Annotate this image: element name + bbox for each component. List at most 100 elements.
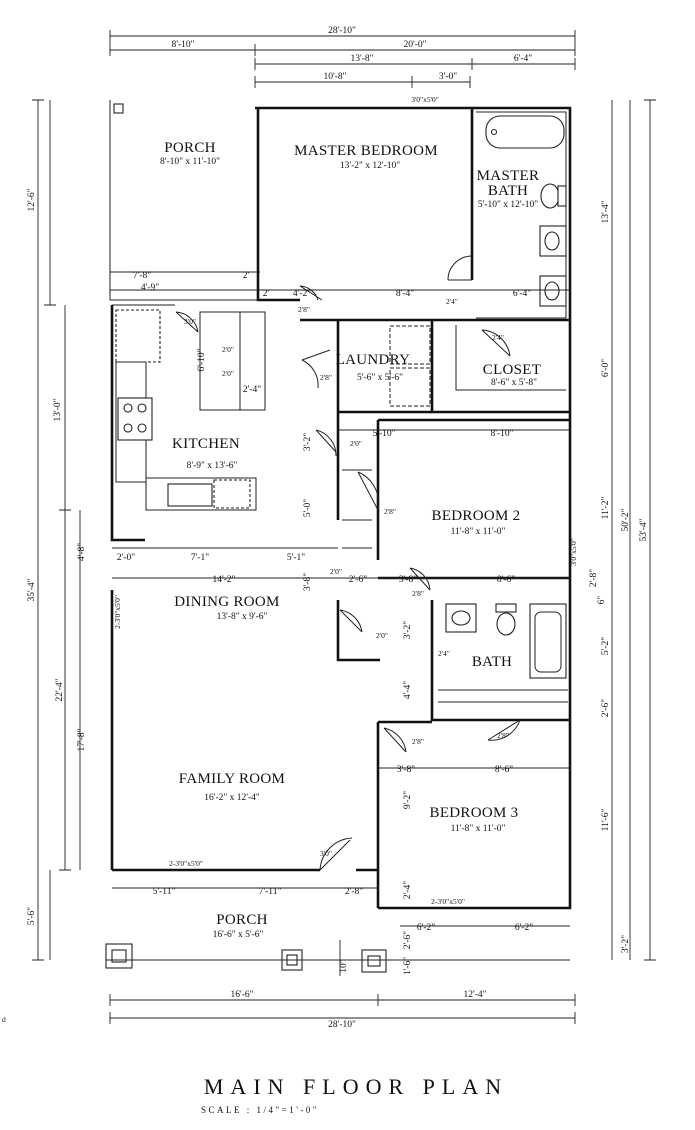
room-size-porch-bottom: 16'-6" x 5'-6" xyxy=(213,930,264,940)
dim-int-11: 7'-1" xyxy=(191,553,209,563)
master-sink-basin-1 xyxy=(544,231,560,251)
room-size-master-bath: 5'-10" x 12'-10" xyxy=(478,200,538,210)
dimension-text-interior: 7'-8" 4'-9" 2' 2' 4'-2" 8'-4" 6'-4" 5'-1… xyxy=(117,271,533,975)
hall-closets xyxy=(342,469,372,549)
dishwasher xyxy=(213,479,251,509)
room-name-porch-bottom: PORCH xyxy=(216,912,268,928)
window-label-bedroom2: 3'0"x5'0" xyxy=(569,538,578,566)
dim-right-wall: 6" xyxy=(597,596,607,605)
door-front xyxy=(319,837,353,871)
dim-int-18: 8'-6" xyxy=(495,765,513,775)
door-label-9: 2'8" xyxy=(384,507,396,516)
dim-int-33: 2'-6" xyxy=(403,931,413,949)
door-label-14: 2'8" xyxy=(412,737,424,746)
room-name-bedroom3: BEDROOM 3 xyxy=(430,805,519,821)
room-labels: PORCH 8'-10" x 11'-10" MASTER BEDROOM 13… xyxy=(160,140,541,940)
dim-bottom-overall: 28'-10" xyxy=(328,1020,356,1030)
burner-3 xyxy=(123,423,133,433)
range xyxy=(117,397,153,441)
door-laundry xyxy=(301,349,331,389)
bath-tub-inner xyxy=(534,611,562,673)
dim-right-overall: 53'-4" xyxy=(639,518,649,541)
dim-int-25: 2'-4" xyxy=(243,385,261,395)
dim-int-35: 10" xyxy=(339,959,349,973)
dimension-text-right: 13'-4" 6'-0" 11'-2" 50'-2" 53'-4" 2'-8" … xyxy=(589,200,649,953)
room-size-dining: 13'-8" x 9'-6" xyxy=(217,612,268,622)
exterior-wall-north-east xyxy=(255,106,572,600)
dim-int-12: 5'-1" xyxy=(287,553,305,563)
dim-int-13: 14'-2" xyxy=(212,575,235,585)
master-toilet xyxy=(540,183,560,209)
dim-top-master-bedroom: 13'-8" xyxy=(350,54,373,64)
door-label-5: 2'8" xyxy=(320,373,332,382)
door-master-bath xyxy=(447,255,473,281)
dim-line-overall-bottom xyxy=(109,1012,576,1024)
wall-kitchen-west xyxy=(110,305,145,542)
bath-toilet xyxy=(496,612,516,636)
room-size-family: 16'-2" x 12'-4" xyxy=(204,793,260,803)
room-size-bedroom3: 11'-8" x 11'-0" xyxy=(451,824,506,834)
bath-sink-basin xyxy=(451,610,471,626)
dim-top-master-wing: 20'-0" xyxy=(403,40,426,50)
room-size-closet: 8'-6" x 5'-8" xyxy=(491,378,537,388)
door-bedroom3 xyxy=(383,727,407,753)
dim-int-2: 4'-9" xyxy=(141,283,159,293)
room-name-laundry: LAUNDRY xyxy=(336,352,411,368)
door-linen xyxy=(339,609,363,633)
dimension-text-left: 12'-6" 13'-0" 35'-4" 4'-8" 22'-4" 17'-8"… xyxy=(27,188,87,925)
window-label-master: 3'0"x5'0" xyxy=(411,95,439,104)
dim-line-top-2 xyxy=(109,44,576,56)
dim-int-19: 5'-11" xyxy=(153,887,176,897)
dim-int-16: 8'-6" xyxy=(497,575,515,585)
dim-right-master: 13'-4" xyxy=(601,200,611,223)
plan-scale: SCALE : 1/4"=1'-0" xyxy=(201,1105,319,1115)
door-label-16: 3'0" xyxy=(320,849,332,858)
window-label-dining: 2-3'0"x5'0" xyxy=(113,595,122,629)
dim-left-family-dining: 22'-4" xyxy=(55,678,65,701)
porch-post-right-inner xyxy=(367,955,381,967)
plan-title: MAIN FLOOR PLAN xyxy=(204,1074,508,1099)
wall-master-west xyxy=(256,108,300,302)
dim-top-window: 3'-0" xyxy=(439,72,457,82)
room-name-master-bath-line2: BATH xyxy=(488,183,528,199)
dim-right-closet: 6'-0" xyxy=(601,359,611,377)
dim-bottom-right: 12'-4" xyxy=(463,990,486,1000)
dim-right-porch: 3'-2" xyxy=(621,935,631,953)
dim-int-28: 3'-8" xyxy=(303,573,313,591)
dim-line-left-1 xyxy=(44,100,56,306)
dim-int-20: 7'-11" xyxy=(259,887,282,897)
dim-int-31: 9'-2" xyxy=(403,791,413,809)
dim-line-right-outer xyxy=(644,99,656,961)
dim-left-house: 35'-4" xyxy=(27,578,37,601)
wall-linen xyxy=(336,600,380,662)
dimension-text-top: 28'-10" 8'-10" 20'-0" 13'-8" 6'-4" 10'-8… xyxy=(171,26,532,82)
window-labels: 3'0"x5'0" 2-3'0"x5'0" 3'0"x5'0" 2-3'0"x5… xyxy=(113,95,578,906)
porch-top-post xyxy=(113,103,124,114)
porch-post-left xyxy=(105,943,133,969)
dim-line-left-3 xyxy=(59,510,71,871)
room-name-bath: BATH xyxy=(472,654,512,670)
dim-int-32: 2'-4" xyxy=(403,881,413,899)
dim-int-14: 2'-6" xyxy=(349,575,367,585)
dim-left-porch: 12'-6" xyxy=(27,188,37,211)
dim-bottom-left: 16'-6" xyxy=(230,990,253,1000)
dim-right-house: 50'-2" xyxy=(621,508,631,531)
washer xyxy=(389,325,431,365)
dim-right-bedroom2: 11'-2" xyxy=(601,497,611,520)
window-label-bedroom3: 2-3'0"x5'0" xyxy=(431,897,465,906)
door-hall-closet-1 xyxy=(315,429,337,457)
dim-int-10: 2'-0" xyxy=(117,553,135,563)
door-label-11: 2'8" xyxy=(412,589,424,598)
doors xyxy=(175,255,521,871)
dim-line-overall-top xyxy=(109,30,576,44)
dim-left-porch-bottom: 5'-6" xyxy=(27,907,37,925)
dim-right-bath: 5'-2" xyxy=(601,637,611,655)
room-size-kitchen: 8'-9" x 13'-6" xyxy=(187,461,238,471)
master-tub xyxy=(485,115,565,149)
dim-line-bottom-2 xyxy=(109,994,576,1006)
dryer xyxy=(389,367,431,407)
closet-shelf xyxy=(455,325,566,391)
dim-top-window-offset: 10'-8" xyxy=(323,72,346,82)
dim-int-34: 1'-6" xyxy=(403,957,413,975)
